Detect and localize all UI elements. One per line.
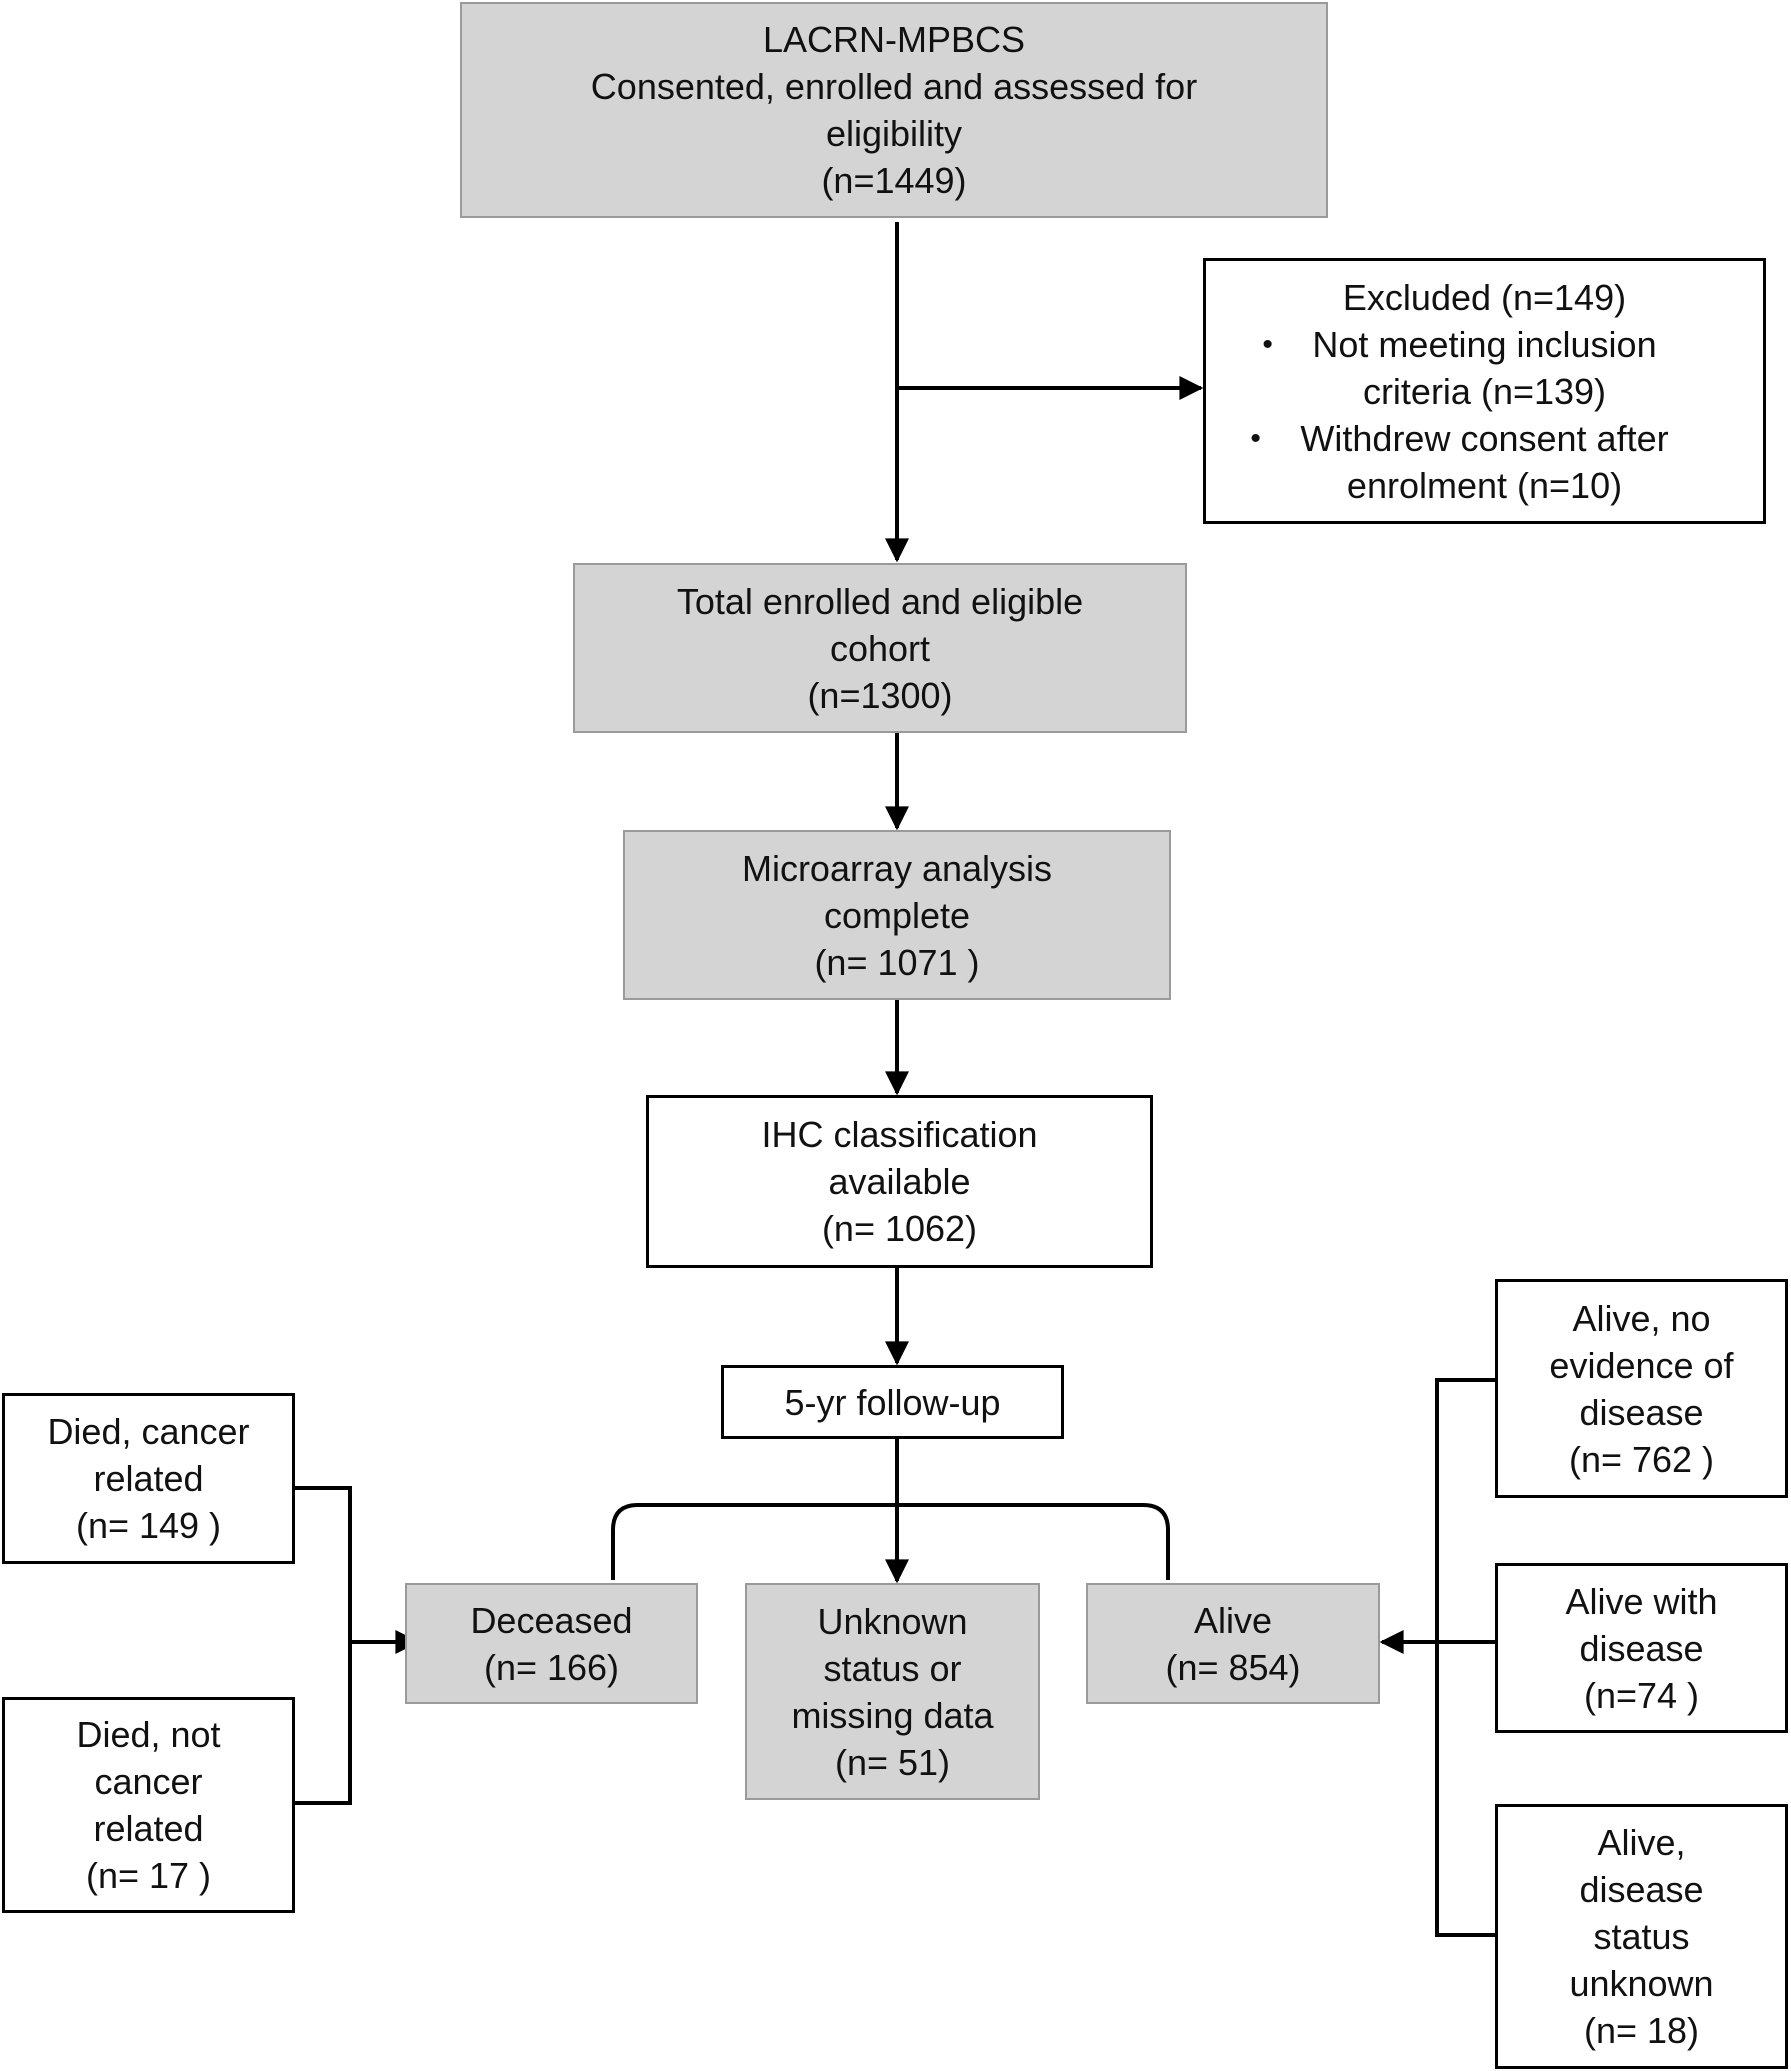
unknown-line-4: (n= 51) [834, 1741, 951, 1783]
bullet-icon: • [1250, 421, 1261, 455]
followup-box: 5-yr follow-up [721, 1365, 1064, 1439]
alive-no-evidence-box: Alive, no evidence of disease (n= 762 ) [1495, 1279, 1788, 1498]
alive-no-evidence-line-2: evidence of [1549, 1344, 1734, 1386]
enrolled-line-2: Consented, enrolled and assessed for [590, 66, 1198, 107]
died-not-cancer-line-1: Died, not [76, 1714, 221, 1755]
alive-line-2: (n= 854) [1165, 1646, 1301, 1688]
died-cancer-box: Died, cancer related (n= 149 ) [2, 1393, 295, 1564]
enrolled-line-4: (n=1449) [821, 160, 967, 201]
deceased-line-2: (n= 166) [483, 1646, 620, 1688]
ihc-box: IHC classification available (n= 1062) [646, 1095, 1153, 1268]
enrolled-line-3: eligibility [825, 113, 963, 154]
deceased-line-1: Deceased [470, 1599, 633, 1641]
eligible-box: Total enrolled and eligible cohort (n=13… [573, 563, 1187, 733]
ihc-line-1: IHC classification [761, 1114, 1038, 1155]
enrolled-box: LACRN-MPBCS Consented, enrolled and asse… [460, 2, 1328, 218]
alive-bracket [1435, 1378, 1495, 1937]
died-cancer-line-2: related [93, 1458, 204, 1499]
alive-with-disease-line-1: Alive with [1565, 1580, 1718, 1622]
unknown-line-3: missing data [791, 1694, 994, 1736]
alive-no-evidence-line-1: Alive, no [1572, 1297, 1711, 1339]
ihc-line-3: (n= 1062) [821, 1208, 978, 1249]
eligible-line-1: Total enrolled and eligible [676, 580, 1084, 622]
died-not-cancer-line-4: (n= 17 ) [85, 1855, 212, 1896]
eligible-line-2: cohort [829, 627, 931, 669]
unknown-line-1: Unknown [817, 1600, 968, 1642]
alive-with-disease-line-3: (n=74 ) [1583, 1674, 1700, 1716]
microarray-box: Microarray analysis complete (n= 1071 ) [623, 830, 1171, 1000]
eligible-line-3: (n=1300) [807, 674, 953, 716]
deceased-box: Deceased (n= 166) [405, 1583, 698, 1704]
excluded-bullet-2-line-2: enrolment (n=10) [1346, 464, 1623, 506]
alive-status-unknown-line-2: disease [1579, 1869, 1704, 1910]
alive-line-1: Alive [1193, 1599, 1273, 1641]
excluded-bullet-1-line-2: criteria (n=139) [1362, 370, 1607, 412]
alive-no-evidence-line-3: disease [1579, 1391, 1704, 1433]
excluded-bullet-2-line-1: Withdrew consent after [1300, 417, 1669, 459]
excluded-box: Excluded (n=149) • Not meeting inclusion… [1203, 258, 1766, 524]
died-not-cancer-line-3: related [93, 1808, 204, 1849]
died-not-cancer-line-2: cancer [94, 1761, 203, 1802]
excluded-title: Excluded (n=149) [1342, 276, 1627, 318]
alive-with-disease-box: Alive with disease (n=74 ) [1495, 1563, 1788, 1733]
microarray-line-3: (n= 1071 ) [814, 941, 980, 983]
alive-status-unknown-box: Alive, disease status unknown (n= 18) [1495, 1804, 1788, 2069]
unknown-line-2: status or [823, 1647, 962, 1689]
alive-box: Alive (n= 854) [1086, 1583, 1380, 1704]
enrolled-line-1: LACRN-MPBCS [762, 19, 1026, 60]
unknown-box: Unknown status or missing data (n= 51) [745, 1583, 1040, 1800]
excluded-bullet-1-line-1: Not meeting inclusion [1312, 323, 1657, 365]
alive-status-unknown-line-5: (n= 18) [1583, 2010, 1700, 2051]
died-not-cancer-box: Died, not cancer related (n= 17 ) [2, 1697, 295, 1913]
died-bracket [295, 1486, 352, 1805]
alive-no-evidence-line-4: (n= 762 ) [1568, 1438, 1715, 1480]
microarray-line-1: Microarray analysis [741, 847, 1053, 889]
outcome-bracket [611, 1503, 1170, 1580]
alive-status-unknown-line-4: unknown [1569, 1963, 1714, 2004]
ihc-line-2: available [828, 1161, 971, 1202]
excluded-bullet-2: • Withdrew consent after enrolment (n=10… [1250, 415, 1669, 509]
excluded-bullet-1: • Not meeting inclusion criteria (n=139) [1262, 321, 1657, 415]
alive-with-disease-line-2: disease [1579, 1627, 1704, 1669]
alive-status-unknown-line-3: status [1593, 1916, 1690, 1957]
bullet-icon: • [1262, 327, 1273, 361]
microarray-line-2: complete [823, 894, 971, 936]
followup-line-1: 5-yr follow-up [784, 1381, 1001, 1423]
died-cancer-line-3: (n= 149 ) [75, 1505, 222, 1546]
alive-status-unknown-line-1: Alive, [1597, 1822, 1686, 1863]
died-cancer-line-1: Died, cancer [47, 1411, 250, 1452]
